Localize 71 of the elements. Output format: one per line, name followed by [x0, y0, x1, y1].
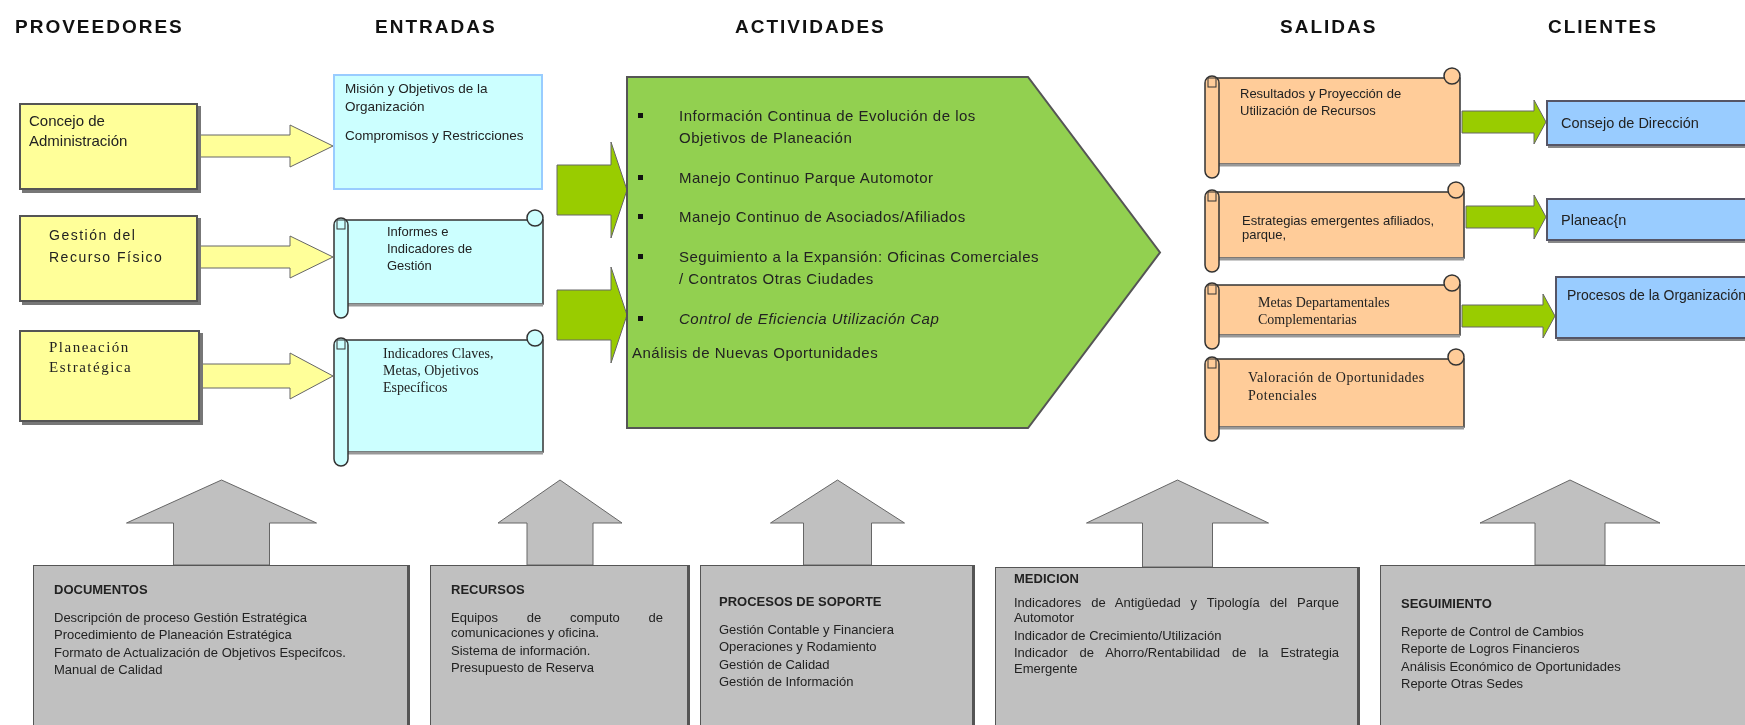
input-box — [333, 74, 543, 190]
block-arrow — [126, 479, 317, 566]
column-heading: SALIDAS — [1280, 16, 1378, 38]
node-text: Reporte Otras Sedes — [1401, 676, 1525, 692]
node-text: Indicadores Claves, Metas, Objetivos Específicos — [383, 346, 495, 397]
block-arrow — [1479, 479, 1661, 566]
block-arrow — [556, 266, 628, 364]
node-text: Resultados y Proyección de Utilización de Recursos — [1240, 86, 1403, 120]
node-text: Reporte de Logros Financieros — [1401, 641, 1581, 657]
support-box — [1380, 565, 1745, 725]
column-heading: ENTRADAS — [375, 16, 497, 38]
support-box — [33, 565, 410, 725]
client-box — [1546, 198, 1745, 241]
block-arrow — [770, 479, 905, 566]
support-box — [700, 565, 975, 725]
node-text: Planeac{n — [1561, 211, 1628, 230]
node-text: Equipos de computo de comunicaciones y oficina. — [451, 609, 663, 641]
box-heading: DOCUMENTOS — [54, 582, 149, 598]
node-text: Indicadores de Antigüedad y Tipología del Parque Automotor — [1014, 594, 1339, 626]
activity-text: Seguimiento a la Expansión: Oficinas Comerciales / Contratos Otras Ciudades — [679, 247, 1039, 289]
node-text: Valoración de Oportunidades Potenciales — [1248, 369, 1426, 406]
block-arrow — [1465, 194, 1547, 240]
node-text: Consejo de Dirección — [1561, 114, 1700, 133]
node-text: Estrategias emergentes afiliados, parque, — [1242, 214, 1436, 243]
column-heading: PROVEEDORES — [15, 16, 184, 38]
activity-text: Manejo Continuo de Asociados/Afiliados — [679, 207, 967, 228]
node-text: Manual de Calidad — [54, 662, 164, 678]
client-box — [1555, 276, 1745, 339]
node-text: Reporte de Control de Cambios — [1401, 623, 1585, 640]
block-arrow — [1086, 479, 1269, 568]
node-text: Misión y Objetivos de la Organización — [345, 80, 489, 116]
client-box — [1546, 100, 1745, 146]
node-text: Concejo de Administración — [29, 111, 129, 150]
node-text: Gestión Contable y Financiera — [719, 621, 895, 638]
node-text: Operaciones y Rodamiento — [719, 639, 878, 655]
activity-text: Control de Eficiencia Utilización Cap — [679, 308, 941, 329]
pentagon-shape — [627, 77, 1160, 428]
box-heading: MEDICION — [1014, 571, 1080, 587]
supplier-box — [19, 330, 200, 422]
column-heading: CLIENTES — [1548, 16, 1658, 38]
node-text: Indicador de Ahorro/Rentabilidad de la Estrategia Emergente — [1014, 645, 1339, 677]
box-heading: SEGUIMIENTO — [1401, 596, 1493, 612]
node-text: Formato de Actualización de Objetivos Especifcos. — [54, 644, 347, 661]
box-heading: PROCESOS DE SOPORTE — [719, 594, 883, 610]
node-text: Descripción de proceso Gestión Estratégica — [54, 609, 308, 626]
node-text: Indicador de Crecimiento/Utilización — [1014, 627, 1223, 644]
node-text: Análisis Económico de Oportunidades — [1401, 658, 1622, 675]
block-arrow — [1461, 99, 1547, 145]
supplier-box — [19, 215, 198, 302]
node-text: Sistema de información. — [451, 642, 592, 659]
block-arrow — [1461, 293, 1556, 339]
node-text: Gestión de Calidad — [719, 656, 831, 673]
activity-text: Información Continua de Evolución de los Objetivos de Planeación — [679, 106, 977, 148]
block-arrow — [497, 479, 623, 566]
supplier-box — [19, 103, 198, 190]
box-heading: RECURSOS — [451, 582, 526, 598]
activity-text: Análisis de Nuevas Oportunidades — [632, 343, 880, 363]
node-text: Compromisos y Restricciones — [345, 127, 525, 145]
node-text: Procesos de la Organización — [1567, 286, 1745, 305]
node-text: Gestión del Recurso Físico — [49, 226, 165, 267]
column-heading: ACTIVIDADES — [735, 16, 886, 38]
node-text: Procedimiento de Planeación Estratégica — [54, 627, 293, 643]
node-text: Planeación Estratégica — [49, 338, 134, 377]
support-box — [995, 567, 1360, 725]
node-text: Presupuesto de Reserva — [451, 660, 596, 676]
node-text: Metas Departamentales Complementarias — [1258, 295, 1391, 329]
support-box — [430, 565, 690, 725]
node-text: Gestión de Información — [719, 674, 855, 690]
activity-text: Manejo Continuo Parque Automotor — [679, 167, 935, 188]
node-text: Informes e Indicadores de Gestión — [387, 224, 474, 275]
block-arrow — [556, 141, 628, 239]
